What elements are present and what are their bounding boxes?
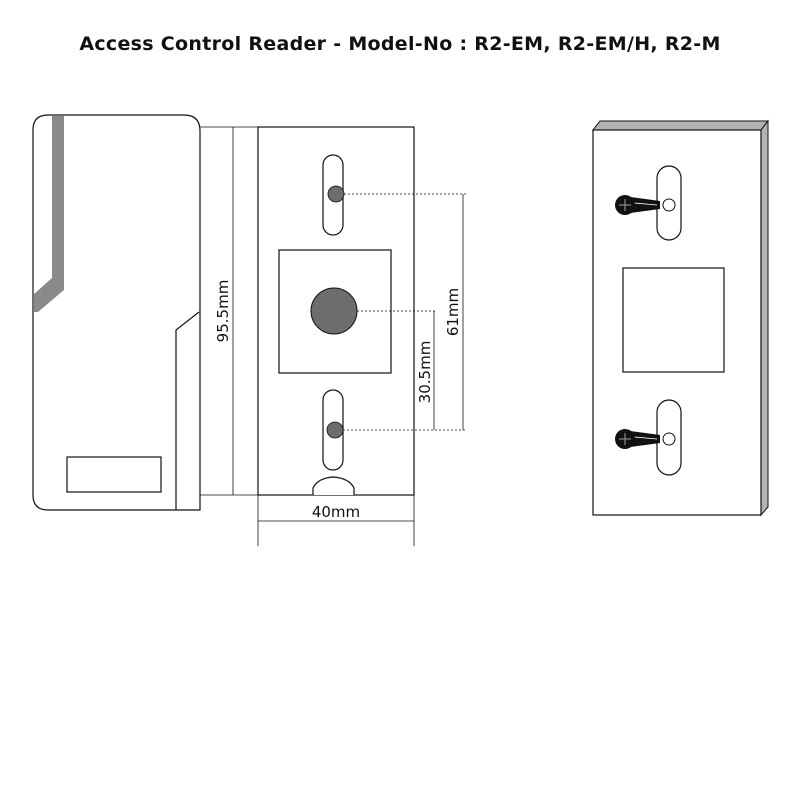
mounted-top-hole (662, 198, 676, 212)
front-view-body (32, 114, 201, 511)
front-view-label-window (66, 456, 162, 493)
hole-dimensions: 61mm 30.5mm (343, 193, 466, 431)
top-mounting-hole (327, 185, 345, 203)
diagram-title: Access Control Reader - Model-No : R2-EM… (79, 33, 721, 55)
top-screw-icon (615, 195, 660, 215)
mounted-center-square (622, 267, 725, 373)
height-dimension: 95.5mm (200, 126, 258, 496)
mounted-side-wall (760, 119, 769, 517)
hole-spacing-label: 61mm (444, 288, 462, 336)
bottom-screw-icon (615, 429, 660, 449)
mounted-top-wall (591, 120, 770, 131)
cable-hole (310, 287, 358, 335)
mounted-bottom-hole (662, 432, 676, 446)
front-view (32, 114, 201, 511)
center-offset-label: 30.5mm (416, 341, 434, 404)
width-dimension-label: 40mm (312, 503, 360, 521)
front-view-edge-line (175, 311, 200, 510)
width-dimension: 40mm (257, 495, 415, 546)
height-dimension-label: 95.5mm (214, 280, 232, 343)
front-view-stripe (34, 116, 64, 312)
bottom-notch (312, 476, 355, 495)
bottom-mounting-hole (326, 421, 344, 439)
mounted-view (591, 119, 770, 517)
